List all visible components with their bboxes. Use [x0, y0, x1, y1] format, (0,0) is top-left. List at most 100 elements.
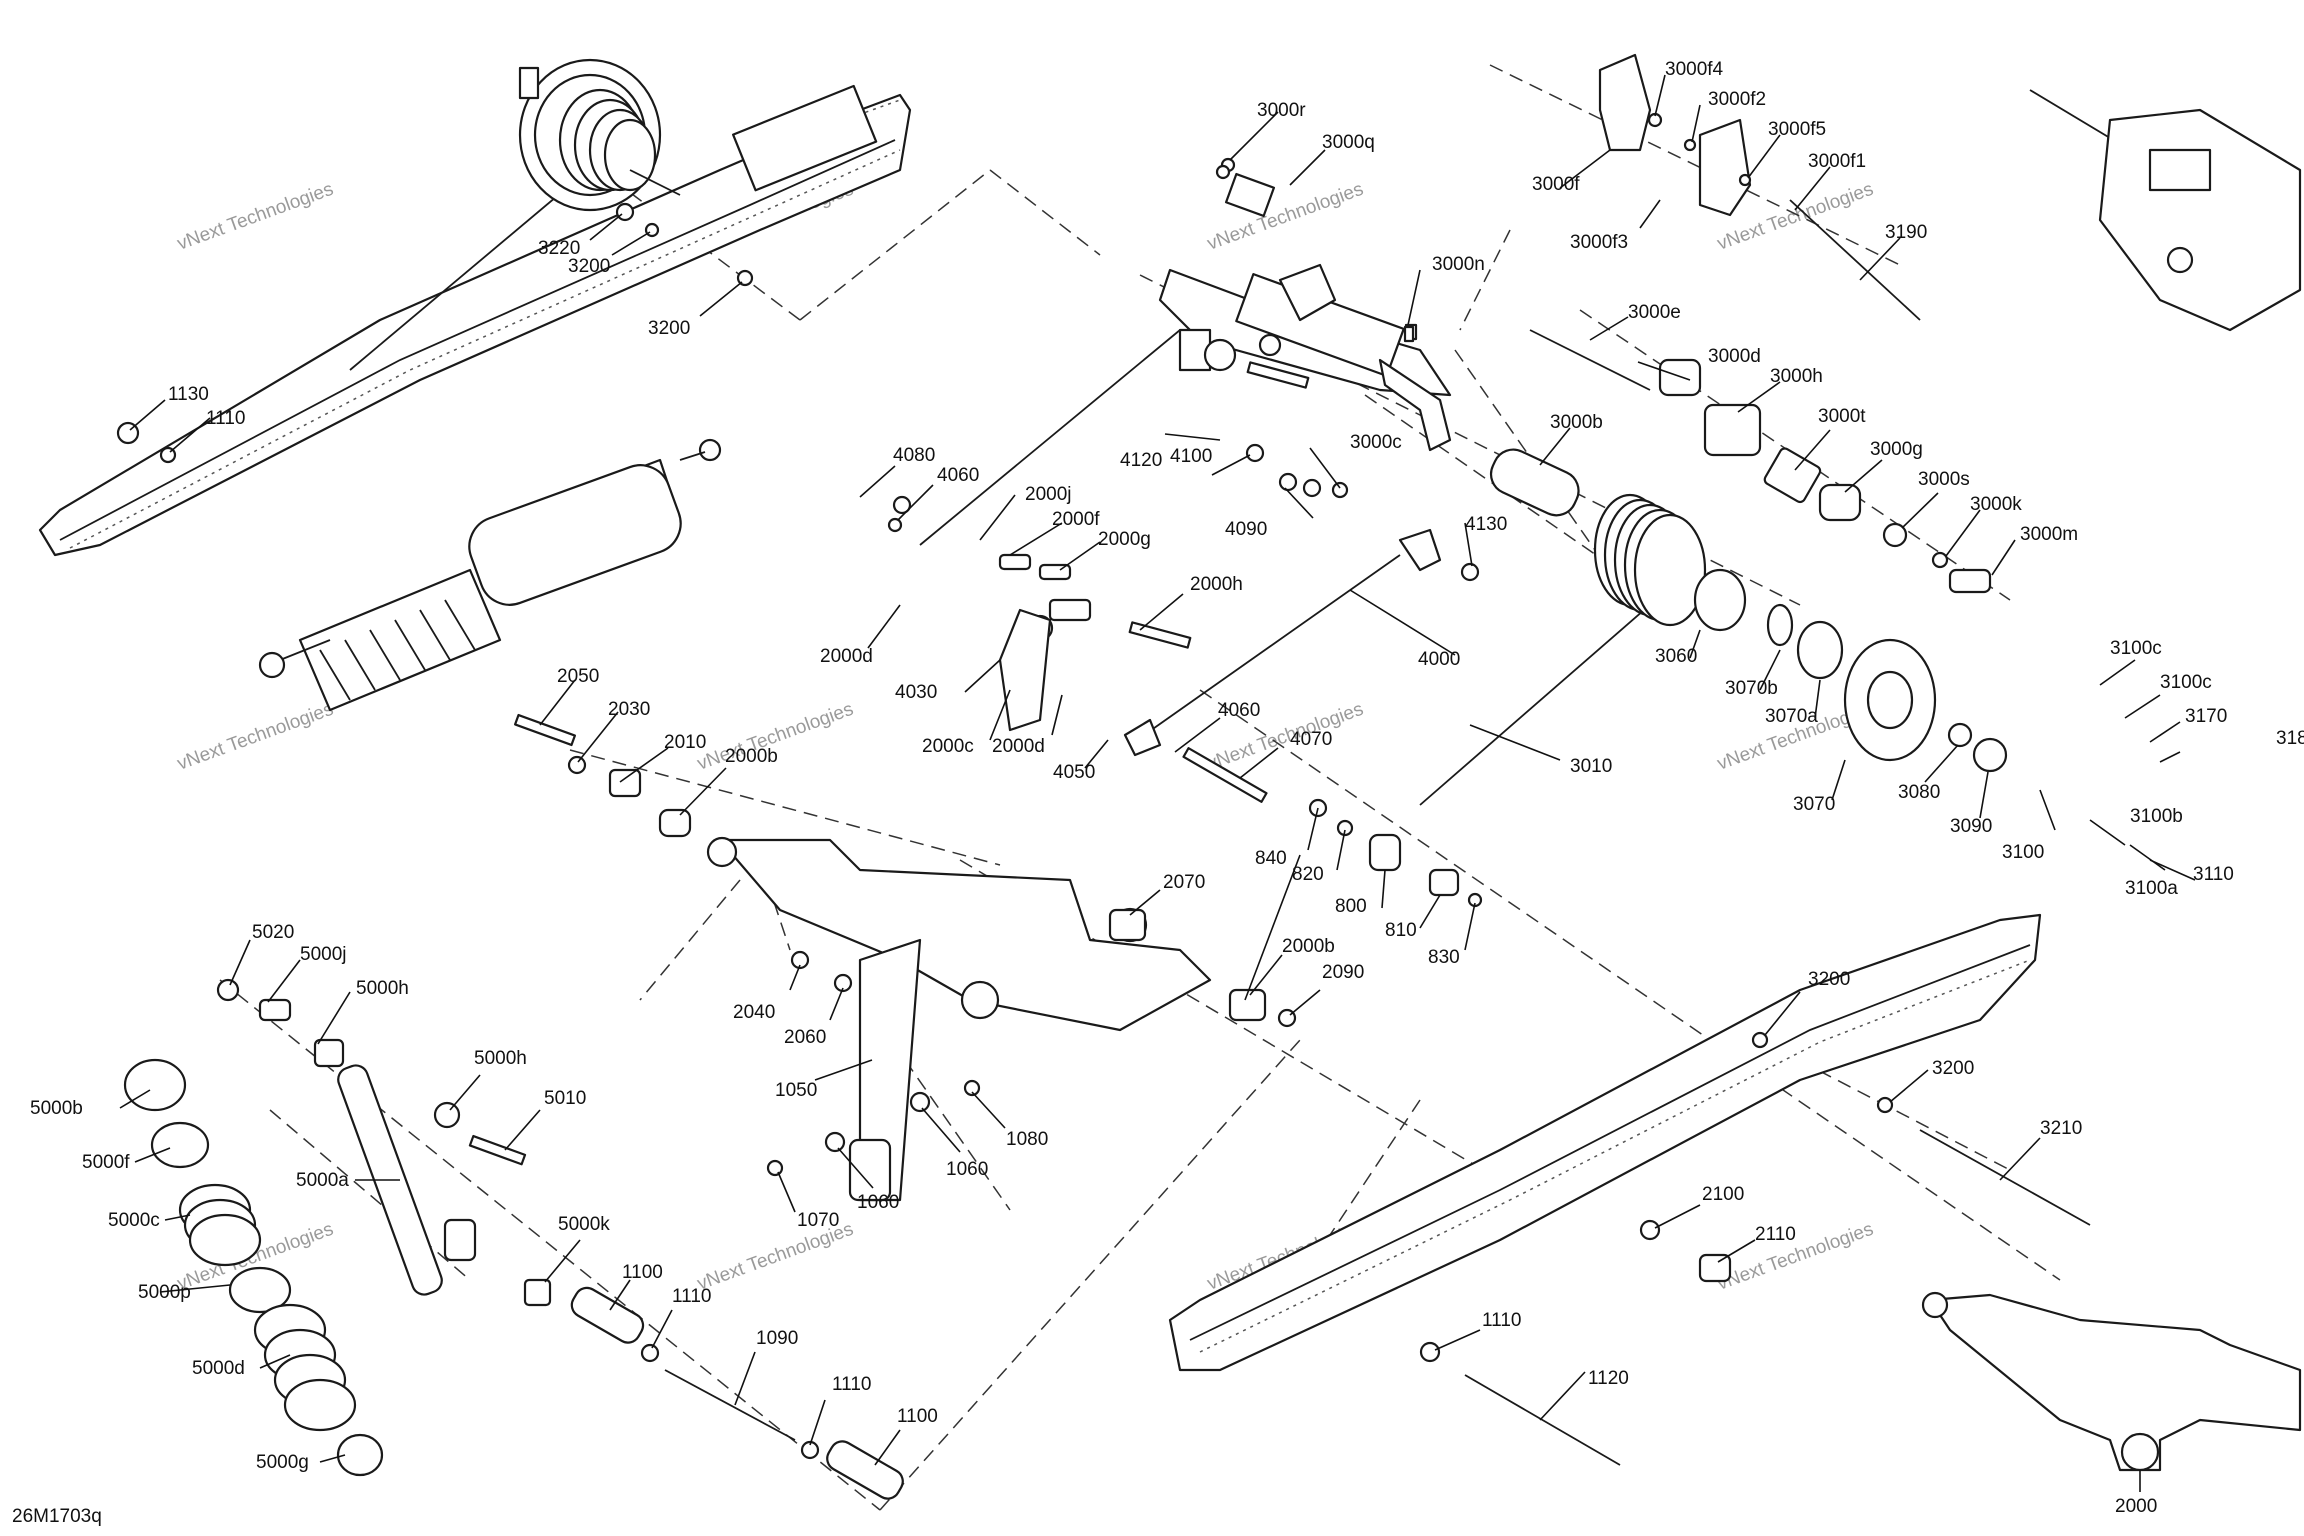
- rear-axle-assembly: [349, 58, 681, 371]
- callout-3200: 3200: [1932, 1058, 1974, 1079]
- callout-3100c: 3100c: [2160, 672, 2212, 693]
- callout-3200: 3200: [1808, 969, 1850, 990]
- callout-820: 820: [1292, 864, 1324, 885]
- callout-4050: 4050: [1053, 762, 1095, 783]
- rods: [919, 199, 1921, 806]
- callout-1050: 1050: [775, 1080, 817, 1101]
- callout-3000s: 3000s: [1918, 469, 1970, 490]
- callout-2000j: 2000j: [1025, 484, 1072, 505]
- callout-3000e: 3000e: [1628, 302, 1681, 323]
- bracket-3000f: [1598, 53, 1752, 217]
- callout-1080: 1080: [1006, 1129, 1048, 1150]
- callout-1100: 1100: [897, 1406, 938, 1427]
- callout-4060: 4060: [937, 465, 979, 486]
- callout-3000f2: 3000f2: [1708, 89, 1766, 110]
- callout-5000c: 5000c: [108, 1210, 160, 1231]
- callout-4060: 4060: [1218, 700, 1260, 721]
- callout-1060: 1060: [857, 1192, 899, 1213]
- callout-4070: 4070: [1290, 729, 1332, 750]
- figure-reference-code: 26M1703q: [12, 1506, 102, 1527]
- callout-1110: 1110: [1482, 1310, 1521, 1331]
- callout-2000h: 2000h: [1190, 574, 1243, 595]
- callout-3000f: 3000f: [1532, 174, 1580, 195]
- callout-3010: 3010: [1570, 756, 1612, 777]
- torsion-spring: [1489, 448, 1707, 627]
- callout-4000: 4000: [1418, 649, 1460, 670]
- callout-840: 840: [1255, 848, 1287, 869]
- callout-3000b: 3000b: [1550, 412, 1603, 433]
- watermark-text: vNext Technologies: [175, 699, 337, 775]
- left-rear-shock: [258, 438, 722, 712]
- callout-5000g: 5000g: [256, 1452, 309, 1473]
- callout-5000b: 5000b: [30, 1098, 83, 1119]
- lower-right-arm: [1921, 1291, 2302, 1472]
- callout-3100c: 3100c: [2110, 638, 2162, 659]
- callout-5000h: 5000h: [356, 978, 409, 999]
- callout-2100: 2100: [1702, 1184, 1744, 1205]
- callout-3070b: 3070b: [1725, 678, 1778, 699]
- callout-2030: 2030: [608, 699, 650, 720]
- callout-5000h: 5000h: [474, 1048, 527, 1069]
- callout-5000a: 5000a: [296, 1170, 349, 1191]
- callout-1070: 1070: [797, 1210, 839, 1231]
- callout-2070: 2070: [1163, 872, 1205, 893]
- callout-3060: 3060: [1655, 646, 1697, 667]
- callout-3200: 3200: [648, 318, 690, 339]
- callout-5020: 5020: [252, 922, 294, 943]
- upper-center-arm: [1158, 157, 1452, 452]
- callout-1110: 1110: [206, 408, 245, 429]
- leader-lines: [119, 74, 2196, 1492]
- callout-3110: 3110: [2193, 864, 2234, 885]
- callout-3000k: 3000k: [1970, 494, 2022, 515]
- right-slide-rail: [1168, 913, 2091, 1466]
- callout-3000c: 3000c: [1350, 432, 1402, 453]
- callout-3170: 3170: [2185, 706, 2227, 727]
- callout-4120: 4120: [1120, 450, 1162, 471]
- callout-2000b: 2000b: [1282, 936, 1335, 957]
- top-right-housing: [2029, 89, 2302, 332]
- callout-5000k: 5000k: [558, 1214, 610, 1235]
- callout-3210: 3210: [2040, 1118, 2082, 1139]
- callout-5000d: 5000d: [192, 1358, 245, 1379]
- callout-3220: 3220: [538, 238, 580, 259]
- callout-3100b: 3100b: [2130, 806, 2183, 827]
- callout-3000g: 3000g: [1870, 439, 1923, 460]
- center-lower-arm: [706, 836, 1212, 1202]
- callout-1120: 1120: [1588, 1368, 1629, 1389]
- callout-1100: 1100: [622, 1262, 663, 1283]
- callout-1110: 1110: [672, 1286, 711, 1307]
- callout-3180: 318: [2276, 728, 2304, 749]
- callout-4090: 4090: [1225, 519, 1267, 540]
- callout-3100a: 3100a: [2125, 878, 2178, 899]
- callout-labels: 3220 3200 3200 1130 1110 3000r 3000q 300…: [12, 59, 2304, 1527]
- callout-2110: 2110: [1755, 1224, 1796, 1245]
- callout-2090: 2090: [1322, 962, 1364, 983]
- callout-4100: 4100: [1170, 446, 1212, 467]
- callout-830: 830: [1428, 947, 1460, 968]
- callout-5010: 5010: [544, 1088, 586, 1109]
- callout-3070: 3070: [1793, 794, 1835, 815]
- callout-2010: 2010: [664, 732, 706, 753]
- callout-3000f3: 3000f3: [1570, 232, 1628, 253]
- callout-4130: 4130: [1465, 514, 1507, 535]
- callout-3000q: 3000q: [1322, 132, 1375, 153]
- callout-2000c: 2000c: [922, 736, 974, 757]
- watermark-text: vNext Technologies: [1205, 179, 1367, 255]
- callout-3080: 3080: [1898, 782, 1940, 803]
- callout-3000r: 3000r: [1257, 100, 1306, 121]
- callout-2000: 2000: [2115, 1496, 2157, 1517]
- callout-2000d: 2000d: [992, 736, 1045, 757]
- callout-4030: 4030: [895, 682, 937, 703]
- callout-2060: 2060: [784, 1027, 826, 1048]
- callout-810: 810: [1385, 920, 1417, 941]
- callout-3090: 3090: [1950, 816, 1992, 837]
- callout-2040: 2040: [733, 1002, 775, 1023]
- callout-3000n: 3000n: [1432, 254, 1485, 275]
- callout-4080: 4080: [893, 445, 935, 466]
- callout-3200: 3200: [568, 256, 610, 277]
- callout-3000f1: 3000f1: [1808, 151, 1866, 172]
- callout-800: 800: [1335, 896, 1367, 917]
- callout-2000g: 2000g: [1098, 529, 1151, 550]
- watermark-text: vNext Technologies: [175, 179, 337, 255]
